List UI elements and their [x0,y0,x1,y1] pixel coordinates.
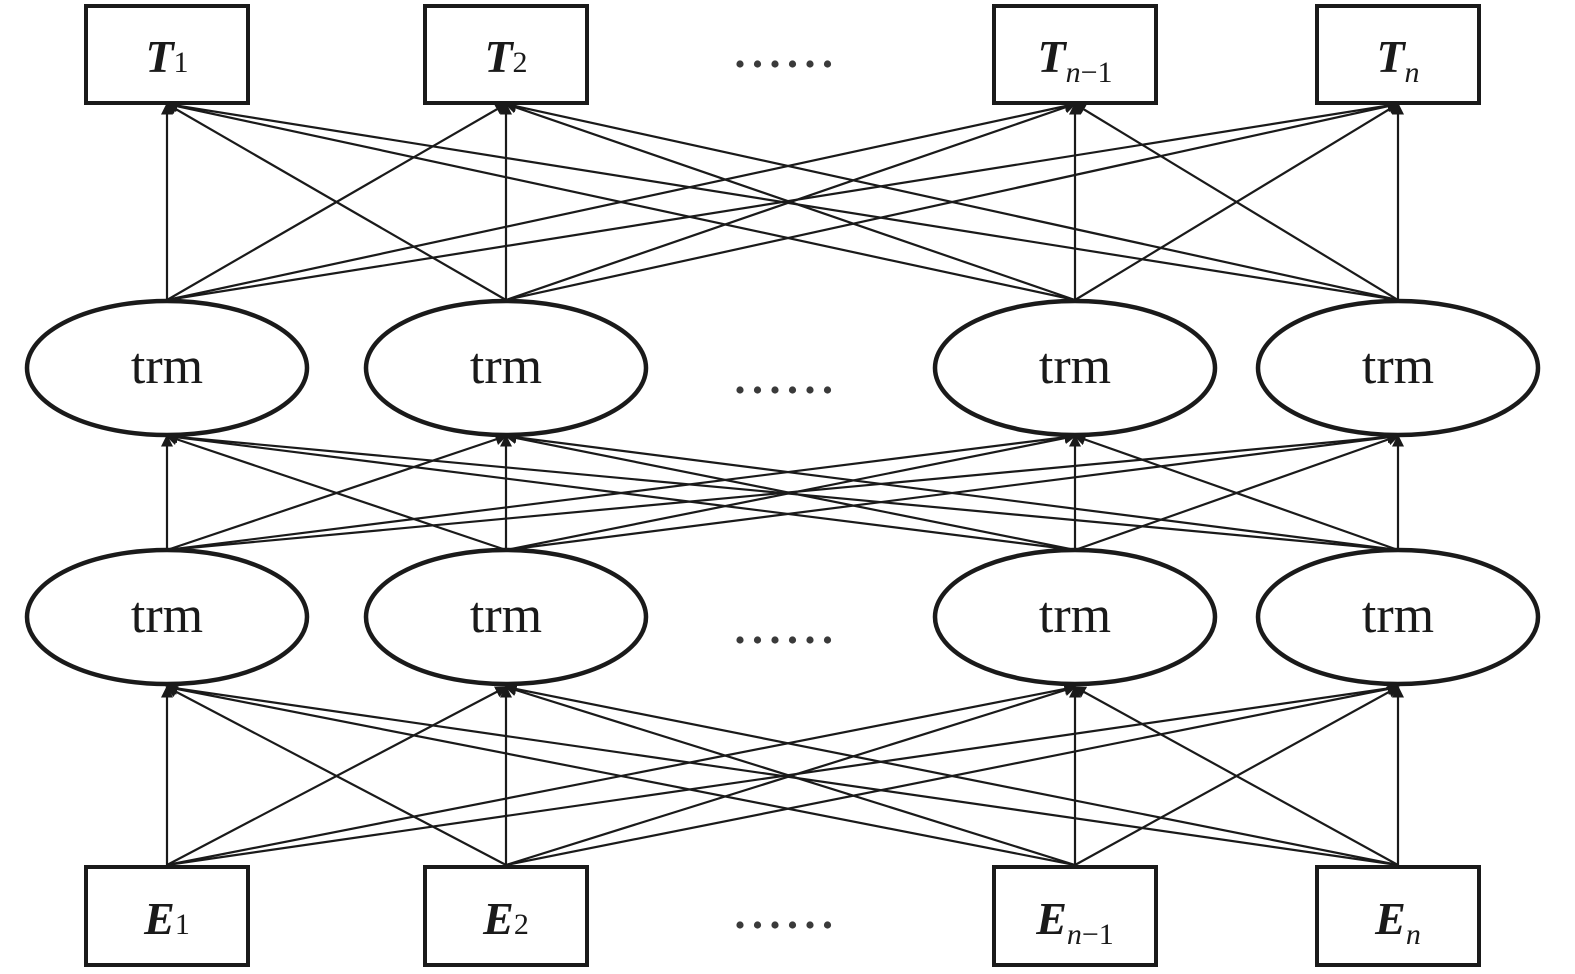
connection-arrow [165,431,1076,552]
input-embedding-2: E2 [423,865,589,967]
ellipsis-dot [788,60,797,68]
connection-arrow [504,431,1399,552]
input-embedding-row: E1 E2 En−1 En [84,865,1481,967]
connection-arrow [165,683,1076,867]
svg-text:trm: trm [131,587,203,644]
transformer-layer-lower: trm trm trm trm [24,547,1541,687]
connection-arrow [1073,433,1399,552]
trm-node: trm [363,298,649,438]
connection-arrow [165,100,1076,302]
ellipsis-dot [806,921,814,929]
connection-arrow [165,99,1399,302]
connection-arrow [1073,686,1399,866]
transformer-layer-upper: trm trm trm trm [24,298,1541,438]
svg-text:T2: T2 [484,31,527,82]
svg-text:trm: trm [470,338,542,395]
connection-arrow [165,686,507,866]
connection-arrow [504,100,1399,302]
ellipsis-dot [753,386,762,394]
ellipsis-dot [736,921,744,929]
svg-text:E1: E1 [143,893,190,944]
ellipsis-dot [771,386,779,394]
trm-node: trm [363,547,649,687]
svg-text:T1: T1 [145,31,188,82]
ellipsis-dot [806,636,814,644]
connection-arrow [504,101,1076,302]
ellipsis-dot [753,60,762,68]
trm-node: trm [24,298,310,438]
ellipsis-dots [736,636,832,644]
ellipsis-dot [823,636,832,644]
output-token-n-minus-1: Tn−1 [992,4,1158,105]
trm-node: trm [1255,547,1541,687]
ellipsis-dot [736,386,744,394]
connection-arrow [165,103,507,301]
connection-arrow [504,684,1076,867]
connection-arrow [165,682,1399,867]
ellipsis-dot [788,921,797,929]
svg-text:En−1: En−1 [1035,893,1114,951]
ellipsis-dots [736,386,832,394]
ellipsis-dot [823,386,832,394]
connection-arrow [1073,103,1399,301]
ellipsis-dots [736,921,832,929]
ellipsis-dots [736,60,832,68]
trm-node: trm [932,547,1218,687]
output-token-2: T2 [423,4,589,105]
connection-arrow [165,430,1399,552]
ellipsis-dot [753,921,762,929]
svg-text:trm: trm [131,338,203,395]
svg-text:En: En [1374,893,1421,951]
ellipsis-dot [771,636,779,644]
svg-text:trm: trm [1039,587,1111,644]
svg-text:E2: E2 [482,893,529,944]
input-embedding-n-minus-1: En−1 [992,865,1158,967]
ellipsis-dot [771,921,779,929]
svg-text:Tn−1: Tn−1 [1037,31,1112,89]
output-token-1: T1 [84,4,250,105]
ellipsis-dot [736,636,744,644]
ellipsis-dot [753,636,762,644]
input-embedding-1: E1 [84,865,250,967]
svg-text:Tn: Tn [1376,31,1419,89]
ellipsis-dot [736,60,744,68]
connection-arrows [161,99,1404,867]
output-token-row: T1 T2 Tn−1 Tn [84,4,1481,105]
ellipsis-dot [823,60,832,68]
output-token-n: Tn [1315,4,1481,105]
svg-text:trm: trm [1362,338,1434,395]
ellipsis-dot [788,636,797,644]
trm-node: trm [1255,298,1541,438]
ellipsis-dot [806,386,814,394]
trm-node: trm [24,547,310,687]
ellipsis-markers [736,60,832,929]
ellipsis-dot [788,386,797,394]
svg-text:trm: trm [1362,587,1434,644]
connection-arrow [165,433,507,552]
svg-text:trm: trm [470,587,542,644]
ellipsis-dot [771,60,779,68]
ellipsis-dot [823,921,832,929]
trm-node: trm [932,298,1218,438]
ellipsis-dot [806,60,814,68]
svg-text:trm: trm [1039,338,1111,395]
input-embedding-n: En [1315,865,1481,967]
connection-arrow [504,683,1399,867]
